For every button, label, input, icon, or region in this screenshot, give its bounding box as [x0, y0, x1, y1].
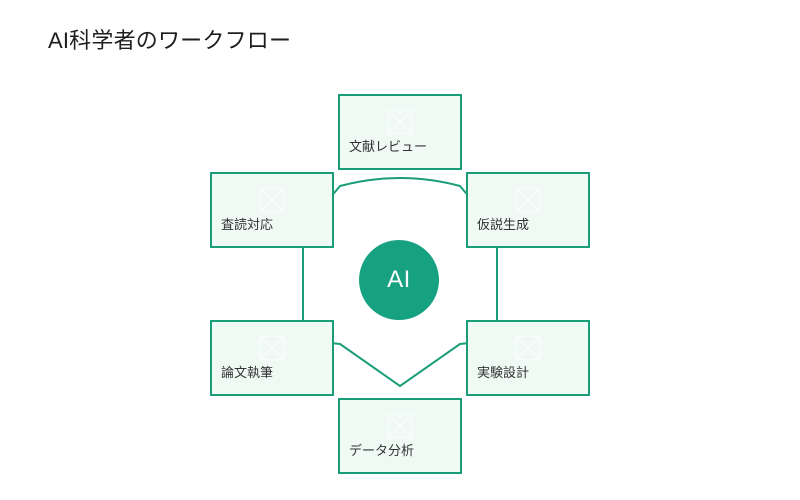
node-label: 論文執筆: [221, 365, 274, 380]
node-label: 実験設計: [477, 365, 530, 380]
node-label: データ分析: [349, 443, 415, 458]
broken-image-icon: [387, 109, 413, 135]
node-label: 査読対応: [221, 217, 274, 232]
broken-image-icon: [259, 335, 285, 361]
node-literature-review[interactable]: 文献レビュー: [338, 94, 462, 170]
central-ai-hub[interactable]: AI: [359, 240, 439, 320]
node-hypothesis-generation[interactable]: 仮説生成: [466, 172, 590, 248]
edge-peer-review-to-literature-review: [302, 177, 498, 231]
node-peer-review[interactable]: 査読対応: [210, 172, 334, 248]
node-label: 仮説生成: [477, 217, 530, 232]
node-data-analysis[interactable]: データ分析: [338, 398, 462, 474]
node-label: 文献レビュー: [349, 139, 428, 154]
node-experiment-design[interactable]: 実験設計: [466, 320, 590, 396]
broken-image-icon: [387, 413, 413, 439]
broken-image-icon: [259, 187, 285, 213]
page-title: AI科学者のワークフロー: [48, 28, 292, 53]
broken-image-icon: [515, 335, 541, 361]
hub-label: AI: [387, 266, 411, 293]
broken-image-icon: [515, 187, 541, 213]
node-paper-writing[interactable]: 論文執筆: [210, 320, 334, 396]
